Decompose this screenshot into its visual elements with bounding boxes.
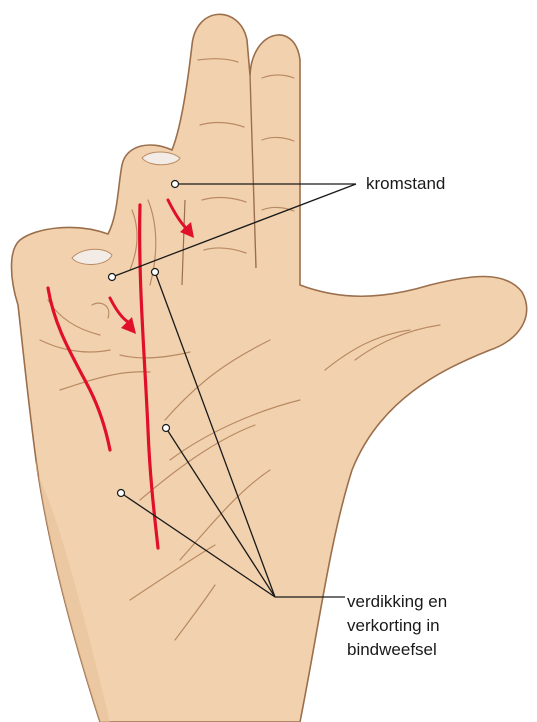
label-verdikking: verdikking en verkorting in bindweefsel xyxy=(347,590,447,662)
label-verdikking-line2: verkorting in xyxy=(347,614,447,638)
label-kromstand-text: kromstand xyxy=(366,174,445,193)
label-verdikking-line3: bindweefsel xyxy=(347,638,447,662)
marker-cord-middle xyxy=(163,425,170,432)
marker-ring-finger-tip xyxy=(172,181,179,188)
marker-little-finger-tip xyxy=(109,274,116,281)
marker-cord-upper xyxy=(152,269,159,276)
label-kromstand: kromstand xyxy=(366,172,445,196)
marker-cord-lower xyxy=(118,490,125,497)
hand-outline xyxy=(12,14,527,722)
hand-illustration xyxy=(12,14,527,722)
label-verdikking-line1: verdikking en xyxy=(347,590,447,614)
